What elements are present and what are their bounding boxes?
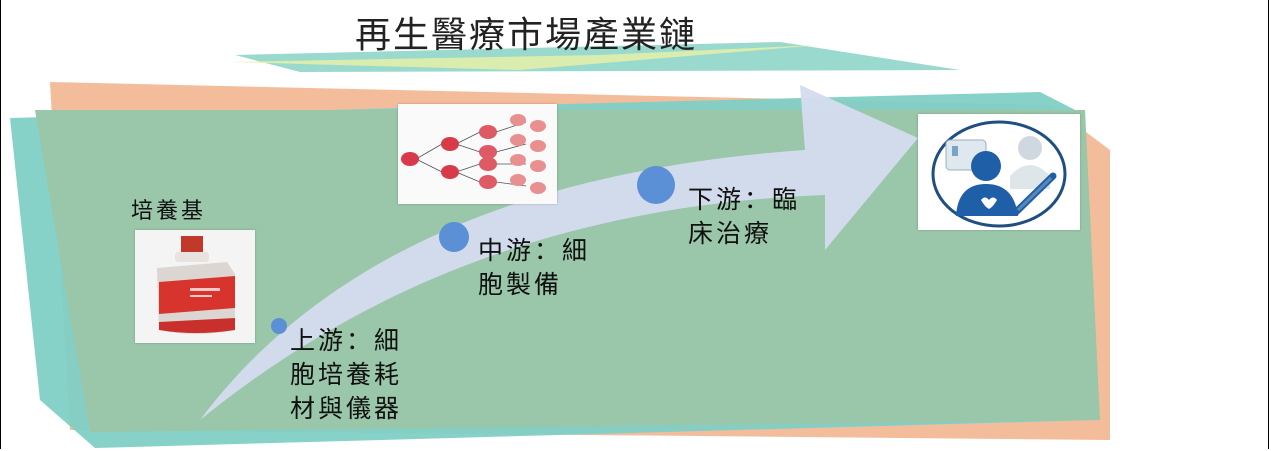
downstream-dot — [637, 166, 675, 204]
midstream-dot — [439, 222, 469, 252]
upstream-dot — [271, 318, 287, 334]
medium-bottle-image — [135, 230, 255, 343]
doctor-patient-icon — [918, 114, 1080, 230]
upstream-label: 上游：細 胞培養耗 材與儀器 — [290, 324, 402, 426]
midstream-label: 中游：細 胞製備 — [478, 234, 590, 302]
medium-label: 培養基 — [131, 199, 207, 224]
downstream-line-1: 下游：臨 — [688, 185, 801, 214]
culture-medium-bottle-icon — [135, 230, 255, 343]
upstream-line-3: 材與儀器 — [290, 394, 403, 423]
clinical-care-image — [918, 114, 1080, 230]
cell-proliferation-icon — [398, 104, 557, 204]
midstream-line-2: 胞製備 — [478, 270, 563, 299]
downstream-label: 下游：臨 床治療 — [688, 183, 800, 251]
growth-arrow — [200, 85, 918, 420]
page-title: 再生醫療市場產業鏈 — [355, 15, 698, 56]
upstream-line-2: 胞培養耗 — [290, 360, 403, 389]
top-swoosh-yellow — [230, 45, 820, 70]
cell-division-image — [398, 104, 557, 204]
downstream-line-2: 床治療 — [688, 219, 773, 248]
midstream-line-1: 中游：細 — [478, 236, 591, 265]
upstream-line-1: 上游：細 — [290, 326, 403, 355]
